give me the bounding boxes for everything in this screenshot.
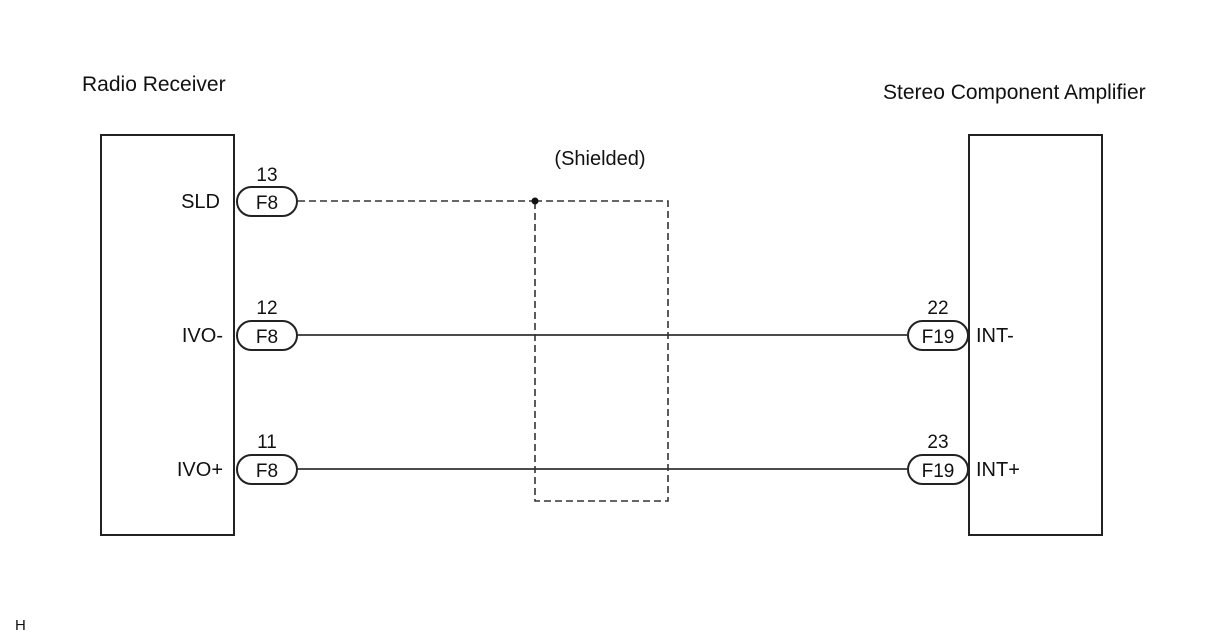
connector-f19-pin23-label: F19 [922, 461, 955, 482]
pin-number-22: 22 [927, 298, 948, 319]
pin-number-13: 13 [256, 165, 277, 186]
radio-receiver-title: Radio Receiver [82, 73, 226, 96]
diagram-code: H [15, 617, 26, 634]
connector-f8-pin12-label: F8 [256, 327, 278, 348]
pin-number-11: 11 [257, 432, 277, 453]
shielded-label: (Shielded) [554, 148, 645, 170]
amplifier-title: Stereo Component Amplifier [883, 81, 1146, 104]
connector-f8-pin11 [236, 454, 298, 485]
pin-number-12: 12 [256, 298, 277, 319]
pin-signal-ivo-minus: IVO- [182, 325, 223, 347]
connector-f8-pin11-label: F8 [256, 461, 278, 482]
connector-f19-pin22-label: F19 [922, 327, 955, 348]
connector-f8-pin13 [236, 186, 298, 217]
amplifier-box [968, 134, 1103, 536]
shield-junction-dot [531, 197, 539, 205]
pin-signal-sld: SLD [181, 191, 220, 213]
pin-signal-int-minus: INT- [976, 325, 1014, 347]
pin-signal-int-plus: INT+ [976, 459, 1020, 481]
connector-f8-pin13-label: F8 [256, 193, 278, 214]
connector-f19-pin23 [907, 454, 969, 485]
connector-f19-pin22 [907, 320, 969, 351]
pin-signal-ivo-plus: IVO+ [177, 459, 223, 481]
connector-f8-pin12 [236, 320, 298, 351]
radio-receiver-box [100, 134, 235, 536]
shield-enclosure [534, 200, 669, 502]
pin-number-23: 23 [927, 432, 948, 453]
